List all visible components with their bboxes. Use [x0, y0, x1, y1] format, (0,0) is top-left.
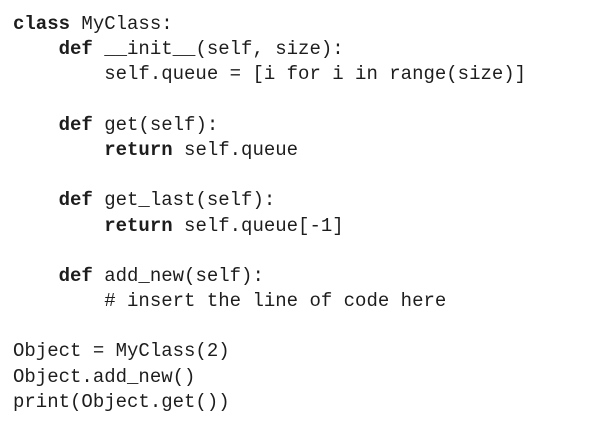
code-line: return self.queue[-1] [13, 214, 614, 239]
code-line: Object = MyClass(2) [13, 339, 614, 364]
code-line: def __init__(self, size): [13, 37, 614, 62]
keyword-token: def [58, 264, 93, 287]
code-token [13, 189, 59, 211]
code-token: add_new(self): [92, 264, 264, 287]
code-token: # insert the line of code here [13, 290, 447, 313]
code-block: class MyClass: def __init__(self, size):… [13, 12, 614, 415]
code-line: print(Object.get()) [13, 390, 614, 415]
code-token [13, 215, 104, 237]
code-token: print(Object.get()) [13, 390, 230, 413]
code-line: self.queue = [i for i in range(size)] [13, 62, 614, 87]
code-token [13, 38, 59, 60]
keyword-token: class [13, 13, 71, 35]
keyword-token: def [58, 113, 93, 136]
code-line: Object.add_new() [13, 365, 614, 390]
keyword-token: return [104, 138, 173, 161]
blank-line [13, 163, 614, 188]
code-line: def get(self): [13, 113, 614, 138]
blank-line [13, 239, 614, 264]
keyword-token: def [58, 189, 93, 212]
code-token: Object.add_new() [13, 365, 196, 388]
blank-line [13, 314, 614, 339]
code-token: __init__(self, size): [92, 38, 344, 61]
code-token: Object = MyClass(2) [13, 340, 230, 363]
code-token [13, 139, 104, 161]
code-line: # insert the line of code here [13, 289, 614, 314]
code-line: class MyClass: [13, 12, 614, 37]
code-token: get(self): [92, 113, 219, 136]
code-token: MyClass: [70, 13, 173, 35]
code-line: return self.queue [13, 138, 614, 163]
code-line: def add_new(self): [13, 264, 614, 289]
keyword-token: return [104, 214, 173, 237]
code-token [13, 114, 59, 136]
code-token: self.queue[-1] [172, 214, 344, 237]
code-token: self.queue [172, 138, 299, 161]
code-line: def get_last(self): [13, 188, 614, 213]
code-token [13, 265, 59, 287]
blank-line [13, 88, 614, 113]
keyword-token: def [58, 38, 93, 61]
code-token: get_last(self): [92, 189, 276, 212]
code-token: self.queue = [i for i in range(size)] [13, 63, 527, 86]
